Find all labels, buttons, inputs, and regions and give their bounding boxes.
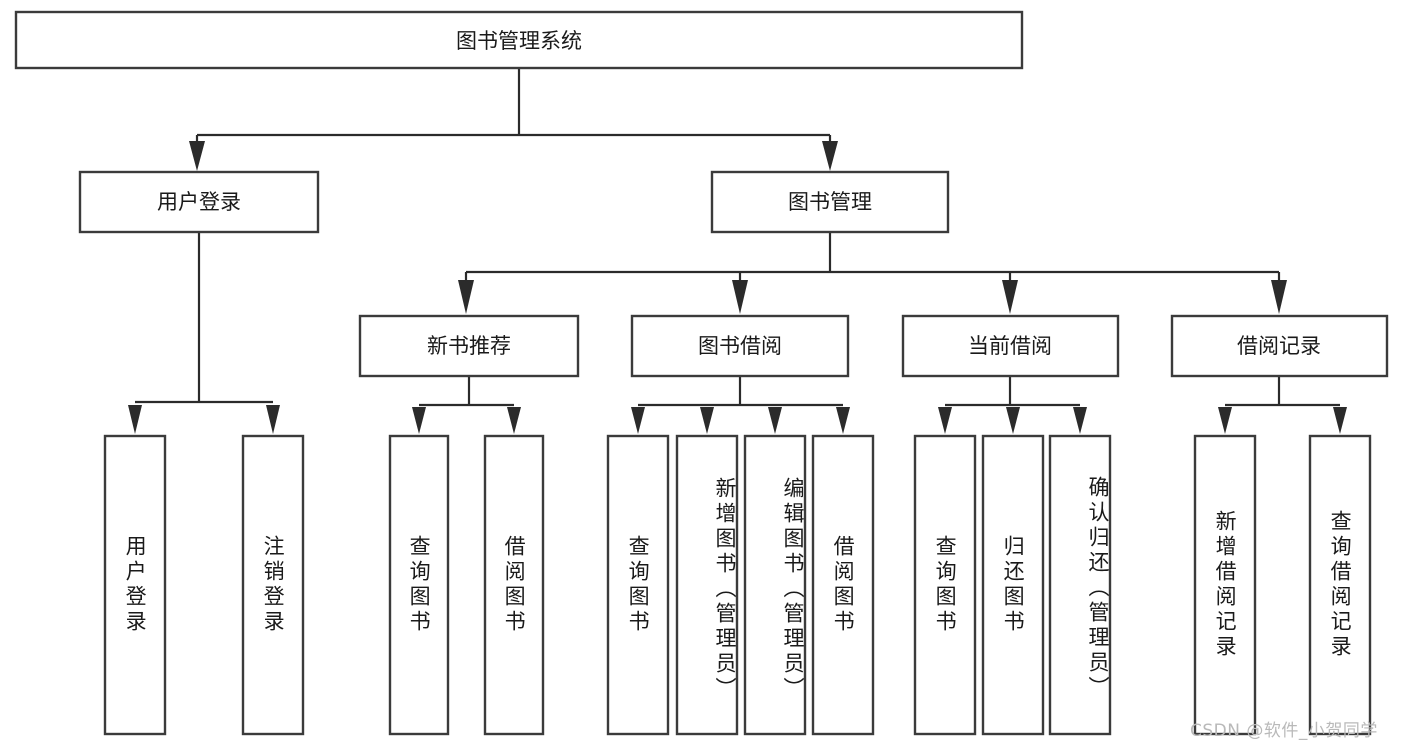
node-leaf-confirm-return-box[interactable] — [1048, 434, 1112, 736]
arrowhead-bb-leaf-4 — [836, 407, 850, 434]
connector-group-root — [189, 68, 838, 171]
arrowhead-cb-leaf-2 — [1006, 407, 1020, 434]
node-current-borrow[interactable]: 当前借阅 — [901, 314, 1120, 378]
connector-group-user-login — [128, 232, 280, 434]
node-book-borrow-box[interactable] — [630, 314, 850, 378]
node-leaf-borrow-book-1-box[interactable] — [483, 434, 545, 736]
node-borrow-record[interactable]: 借阅记录 — [1170, 314, 1389, 378]
arrowhead-leaf-logout — [266, 405, 280, 434]
node-user-login-box[interactable] — [78, 170, 320, 234]
arrowhead-user-login — [189, 141, 205, 171]
node-new-book-recommend-label: 新书推荐 — [427, 334, 511, 358]
node-leaf-add-record-box[interactable] — [1193, 434, 1257, 736]
arrowhead-current-borrow — [1002, 280, 1018, 314]
node-root-system-box[interactable] — [14, 10, 1024, 70]
node-leaf-add-book-box[interactable] — [675, 434, 739, 736]
node-book-management[interactable]: 图书管理 — [710, 170, 950, 234]
arrowhead-bb-leaf-3 — [768, 407, 782, 434]
node-user-login[interactable]: 用户登录 — [78, 170, 320, 234]
arrowhead-bb-leaf-1 — [631, 407, 645, 434]
node-current-borrow-label: 当前借阅 — [968, 334, 1052, 358]
arrowhead-cb-leaf-1 — [938, 407, 952, 434]
connector-group-current-borrow — [938, 376, 1087, 434]
arrowhead-bb-leaf-2 — [700, 407, 714, 434]
node-root-system-label: 图书管理系统 — [456, 29, 582, 53]
node-leaf-borrow-book-2-box[interactable] — [811, 434, 875, 736]
node-new-book-recommend[interactable]: 新书推荐 — [358, 314, 580, 378]
arrowhead-cb-leaf-3 — [1073, 407, 1087, 434]
arrowhead-book-mgmt — [822, 141, 838, 171]
node-root-system[interactable]: 图书管理系统 — [14, 10, 1024, 70]
node-book-management-label: 图书管理 — [788, 190, 872, 214]
node-borrow-record-label: 借阅记录 — [1237, 334, 1321, 358]
node-book-borrow[interactable]: 图书借阅 — [630, 314, 850, 378]
node-user-login-label: 用户登录 — [157, 190, 241, 214]
node-borrow-record-box[interactable] — [1170, 314, 1389, 378]
node-leaf-query-book-2-box[interactable] — [606, 434, 670, 736]
arrowhead-book-borrow — [732, 280, 748, 314]
watermark-text: CSDN @软件_小贺同学 — [1190, 721, 1378, 741]
leaf-box-group — [103, 434, 1372, 736]
node-current-borrow-box[interactable] — [901, 314, 1120, 378]
node-leaf-query-record-box[interactable] — [1308, 434, 1372, 736]
node-leaf-user-login-box[interactable] — [103, 434, 167, 736]
arrowhead-nbr-leaf-1 — [412, 407, 426, 434]
node-leaf-query-book-1-box[interactable] — [388, 434, 450, 736]
node-leaf-logout-box[interactable] — [241, 434, 305, 736]
arrowhead-new-book-rec — [458, 280, 474, 314]
arrowhead-br-leaf-2 — [1333, 407, 1347, 434]
connector-group-book-mgmt — [458, 232, 1287, 314]
node-new-book-recommend-box[interactable] — [358, 314, 580, 378]
node-leaf-return-book-box[interactable] — [981, 434, 1045, 736]
connector-group-book-borrow — [631, 376, 850, 434]
arrowhead-br-leaf-1 — [1218, 407, 1232, 434]
node-book-borrow-label: 图书借阅 — [698, 334, 782, 358]
connector-group-borrow-record — [1218, 376, 1347, 434]
connector-group-new-book-rec — [412, 376, 521, 434]
arrowhead-borrow-record — [1271, 280, 1287, 314]
node-leaf-edit-book-box[interactable] — [743, 434, 807, 736]
arrowhead-nbr-leaf-2 — [507, 407, 521, 434]
node-book-management-box[interactable] — [710, 170, 950, 234]
node-leaf-query-book-3-box[interactable] — [913, 434, 977, 736]
arrowhead-leaf-user-login — [128, 405, 142, 434]
